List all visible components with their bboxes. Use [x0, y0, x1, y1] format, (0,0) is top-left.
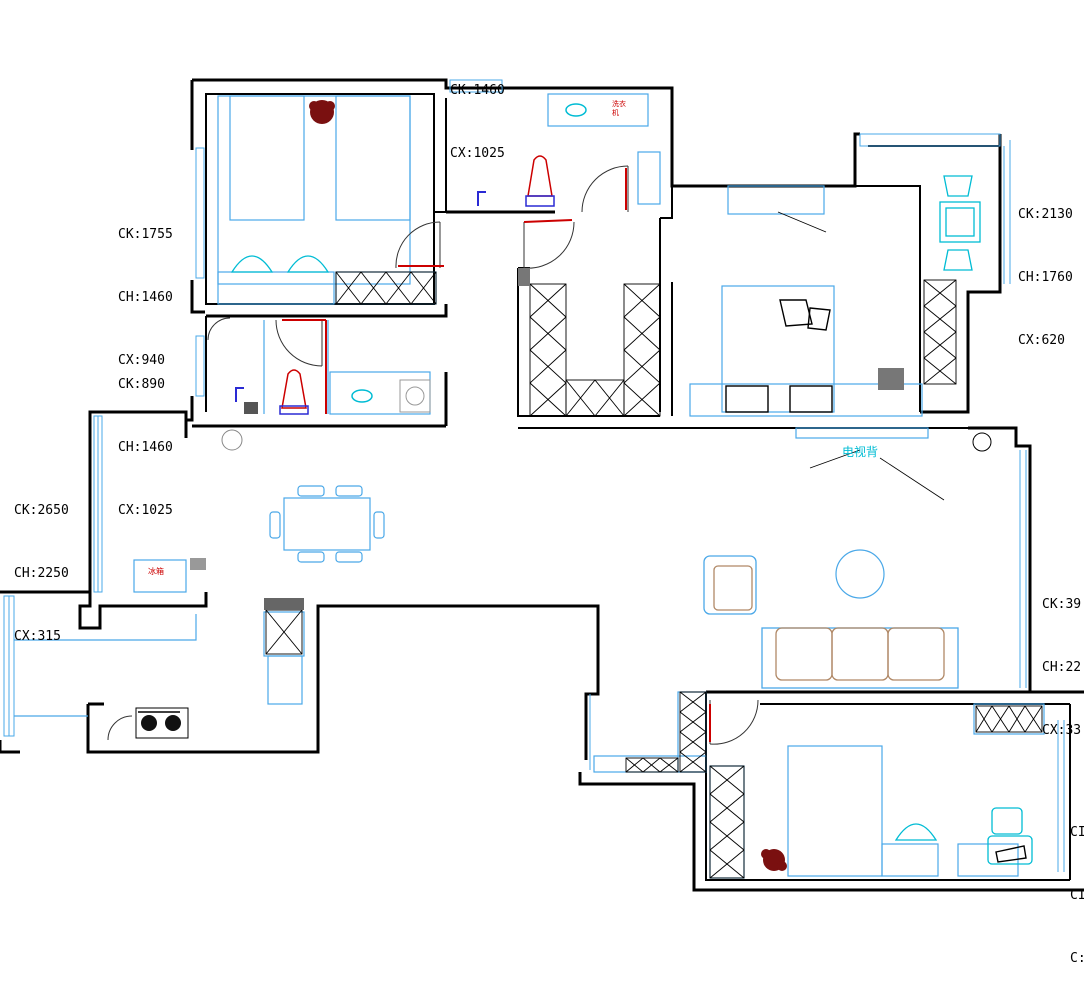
wardrobe-master-left: [529, 283, 567, 417]
dim-line: CK:39: [1042, 597, 1082, 612]
wardrobe-master-bottom: [565, 379, 625, 417]
dim-line: CI: [1070, 825, 1084, 840]
tv-wall-label: 电视背: [842, 445, 879, 459]
dim-line: CX:1025: [118, 503, 173, 518]
dim-line: CI: [1070, 888, 1084, 903]
dim-line: CK:890: [118, 377, 165, 392]
wardrobe-master-side: [923, 279, 957, 385]
hall-closet: [679, 691, 707, 773]
dim-line: CX:315: [14, 629, 61, 644]
window-label-bath-left: CK:890 CH:1460 CX:1025: [118, 332, 173, 542]
dim-line: CX:1025: [450, 146, 505, 161]
toilet-master: [525, 155, 555, 207]
dim-line: CK:2130: [1018, 207, 1073, 222]
dim-line: CH:1760: [1018, 270, 1073, 285]
wardrobe-master-right: [623, 283, 661, 417]
dim-line: CK:2650: [14, 503, 69, 518]
closet-crosses: [265, 271, 1043, 879]
plants: [309, 100, 787, 871]
window-label-bedroom-left: CK:1755 CH:1460 CX:940: [118, 182, 173, 392]
dim-line: CK:1460: [450, 83, 505, 98]
washer-machine: [399, 379, 431, 413]
window-label-bedroom-bottom-right: CI CI C:: [1070, 780, 1084, 990]
doors: [107, 165, 759, 745]
armchairs-teal: [230, 175, 1033, 865]
window-label-master-right: CK:2130 CH:1760 CX:620: [1018, 162, 1073, 372]
bedroom3-top-cabinet: [975, 705, 1043, 733]
window-label-top-center: CK:1460 CX:1025: [450, 38, 505, 185]
dim-line: CH:1460: [118, 290, 173, 305]
dim-line: CX:33: [1042, 723, 1082, 738]
floor-plan: [0, 78, 1084, 892]
wardrobe-bedroom1: [335, 271, 437, 305]
window-label-living-right: CK:39 CH:22 CX:33: [1042, 552, 1081, 762]
door-marks: [282, 168, 711, 742]
sink-master: [565, 103, 587, 117]
window-label-dining-left: CK:2650 CH:2250 CX:315: [14, 458, 69, 668]
bedroom3-wardrobe: [709, 765, 745, 879]
sofa-set: [703, 555, 959, 689]
washer-label: 洗衣机: [612, 100, 626, 117]
kitchen-tall-cabinet: [265, 609, 303, 655]
dim-line: CK:1755: [118, 227, 173, 242]
fixtures: [135, 103, 992, 739]
dim-line: CX:620: [1018, 333, 1065, 348]
dim-line: CH:2250: [14, 566, 69, 581]
bed-pillows: [138, 299, 1027, 863]
shoe-cabinet: [625, 757, 679, 773]
dim-line: CX:940: [118, 353, 165, 368]
dim-line: CH:22: [1042, 660, 1082, 675]
windows: [3, 79, 1065, 872]
dim-line: C:: [1070, 951, 1084, 966]
toilet-bath2: [279, 369, 309, 415]
dim-line: CH:1460: [118, 440, 173, 455]
tv-wall: [777, 211, 945, 501]
fridge-label: 冰箱: [148, 567, 164, 576]
cooktop: [135, 707, 189, 739]
sink-bath2: [351, 389, 373, 403]
